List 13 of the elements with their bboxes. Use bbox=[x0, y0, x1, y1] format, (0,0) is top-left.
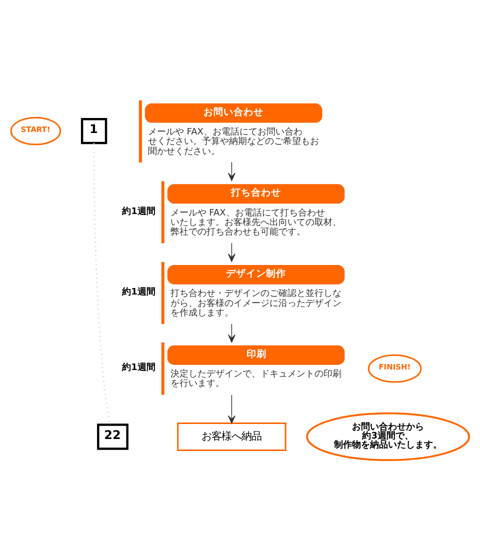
node-box: 1 bbox=[80, 118, 108, 144]
node-label: 約1週間 bbox=[122, 363, 156, 374]
arrow bbox=[228, 162, 236, 181]
arrow bbox=[228, 242, 236, 262]
arrow bbox=[228, 324, 236, 343]
node-box: 22 bbox=[97, 424, 128, 450]
arrow bbox=[228, 394, 236, 424]
node-label: 約1週間 bbox=[122, 288, 156, 298]
node-ellipse: START! bbox=[10, 116, 62, 146]
node-box: お客様へ納品 bbox=[177, 422, 286, 451]
node-label: 約1週間 bbox=[122, 206, 156, 217]
node-ellipse: FINISH! bbox=[368, 354, 422, 383]
node-ellipse: お問い合わせから 約3週間で、 制作物を納品いたします。 bbox=[306, 412, 470, 462]
